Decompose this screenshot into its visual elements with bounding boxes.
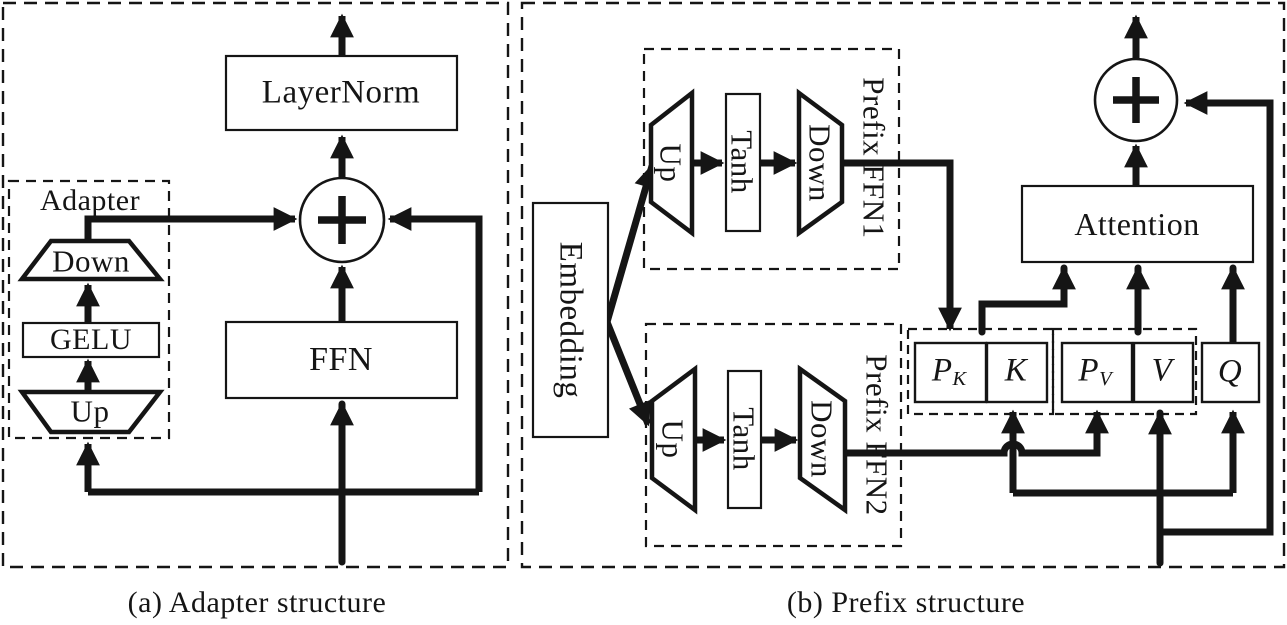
panel-b-border — [520, 1, 1286, 569]
gelu-label: GELU — [50, 323, 132, 356]
pk-label: PK — [931, 352, 967, 391]
up-trapezoid-ffn2 — [649, 364, 698, 515]
down-label-ffn1: Down — [802, 124, 838, 202]
pv-subscript: V — [1099, 368, 1112, 391]
adapter-group-label: Adapter — [39, 184, 141, 217]
down-trapezoid-a — [17, 238, 165, 282]
tanh-label-ffn1: Tanh — [724, 130, 760, 194]
q-box — [1200, 341, 1261, 404]
pv-box — [1060, 341, 1134, 404]
up-trapezoid-ffn1 — [648, 88, 695, 238]
layernorm-label: LayerNorm — [261, 74, 421, 111]
embedding-box — [531, 201, 610, 439]
prefix-ffn2-group-label: Prefix FFN2 — [859, 354, 895, 516]
pv-main: P — [1078, 352, 1100, 389]
plus-circle-icon-b — [1093, 57, 1179, 143]
adapter-group-box — [7, 179, 171, 440]
tanh1-box — [724, 92, 762, 233]
ffn1-to-pk-line — [842, 159, 962, 332]
k-box — [985, 341, 1049, 404]
embedding-label: Embedding — [552, 241, 589, 399]
k-label: K — [1004, 352, 1028, 389]
tanh-label-ffn2: Tanh — [726, 407, 762, 471]
prefix-ffn1-group-label: Prefix FFN1 — [856, 77, 892, 239]
residual-to-add-line-b — [1160, 91, 1274, 536]
plus-circle-icon-a — [298, 176, 386, 264]
panel-a-border — [1, 1, 510, 569]
up-label-ffn1: Up — [653, 143, 689, 183]
up-label-a: Up — [70, 393, 110, 429]
ffn-label: FFN — [309, 341, 373, 378]
down-label-a: Down — [52, 243, 130, 279]
down-label-ffn2: Down — [804, 400, 840, 478]
up-label-ffn2: Up — [655, 419, 691, 459]
down-trapezoid-ffn1 — [796, 88, 845, 238]
attention-box — [1020, 184, 1255, 264]
prefix-ffn1-group-box — [642, 47, 901, 271]
prefix-ffn2-group-box — [644, 322, 903, 548]
v-box — [1132, 341, 1195, 404]
embedding-to-ffn2-arrow — [603, 320, 652, 427]
q-label: Q — [1217, 353, 1243, 390]
embedding-to-ffn1-arrow — [603, 163, 658, 323]
tanh2-box — [726, 369, 763, 510]
gelu-box — [21, 321, 161, 359]
k-to-attention-line — [978, 264, 1076, 336]
ffn-box — [224, 320, 459, 400]
pk-main: P — [931, 352, 953, 389]
layernorm-box — [224, 54, 459, 132]
v-label: V — [1151, 352, 1173, 389]
pv-label: PV — [1078, 352, 1112, 391]
up-trapezoid-a — [17, 389, 165, 435]
adapter-to-add-line — [84, 207, 298, 241]
pk-subscript: K — [952, 368, 967, 391]
pv-v-group-box — [1051, 327, 1198, 416]
residual-to-add-line-a — [387, 207, 483, 492]
down-trapezoid-ffn2 — [797, 364, 848, 515]
attention-label: Attention — [1074, 206, 1200, 242]
caption-b: (b) Prefix structure — [786, 586, 1026, 619]
caption-a: (a) Adapter structure — [127, 586, 387, 619]
